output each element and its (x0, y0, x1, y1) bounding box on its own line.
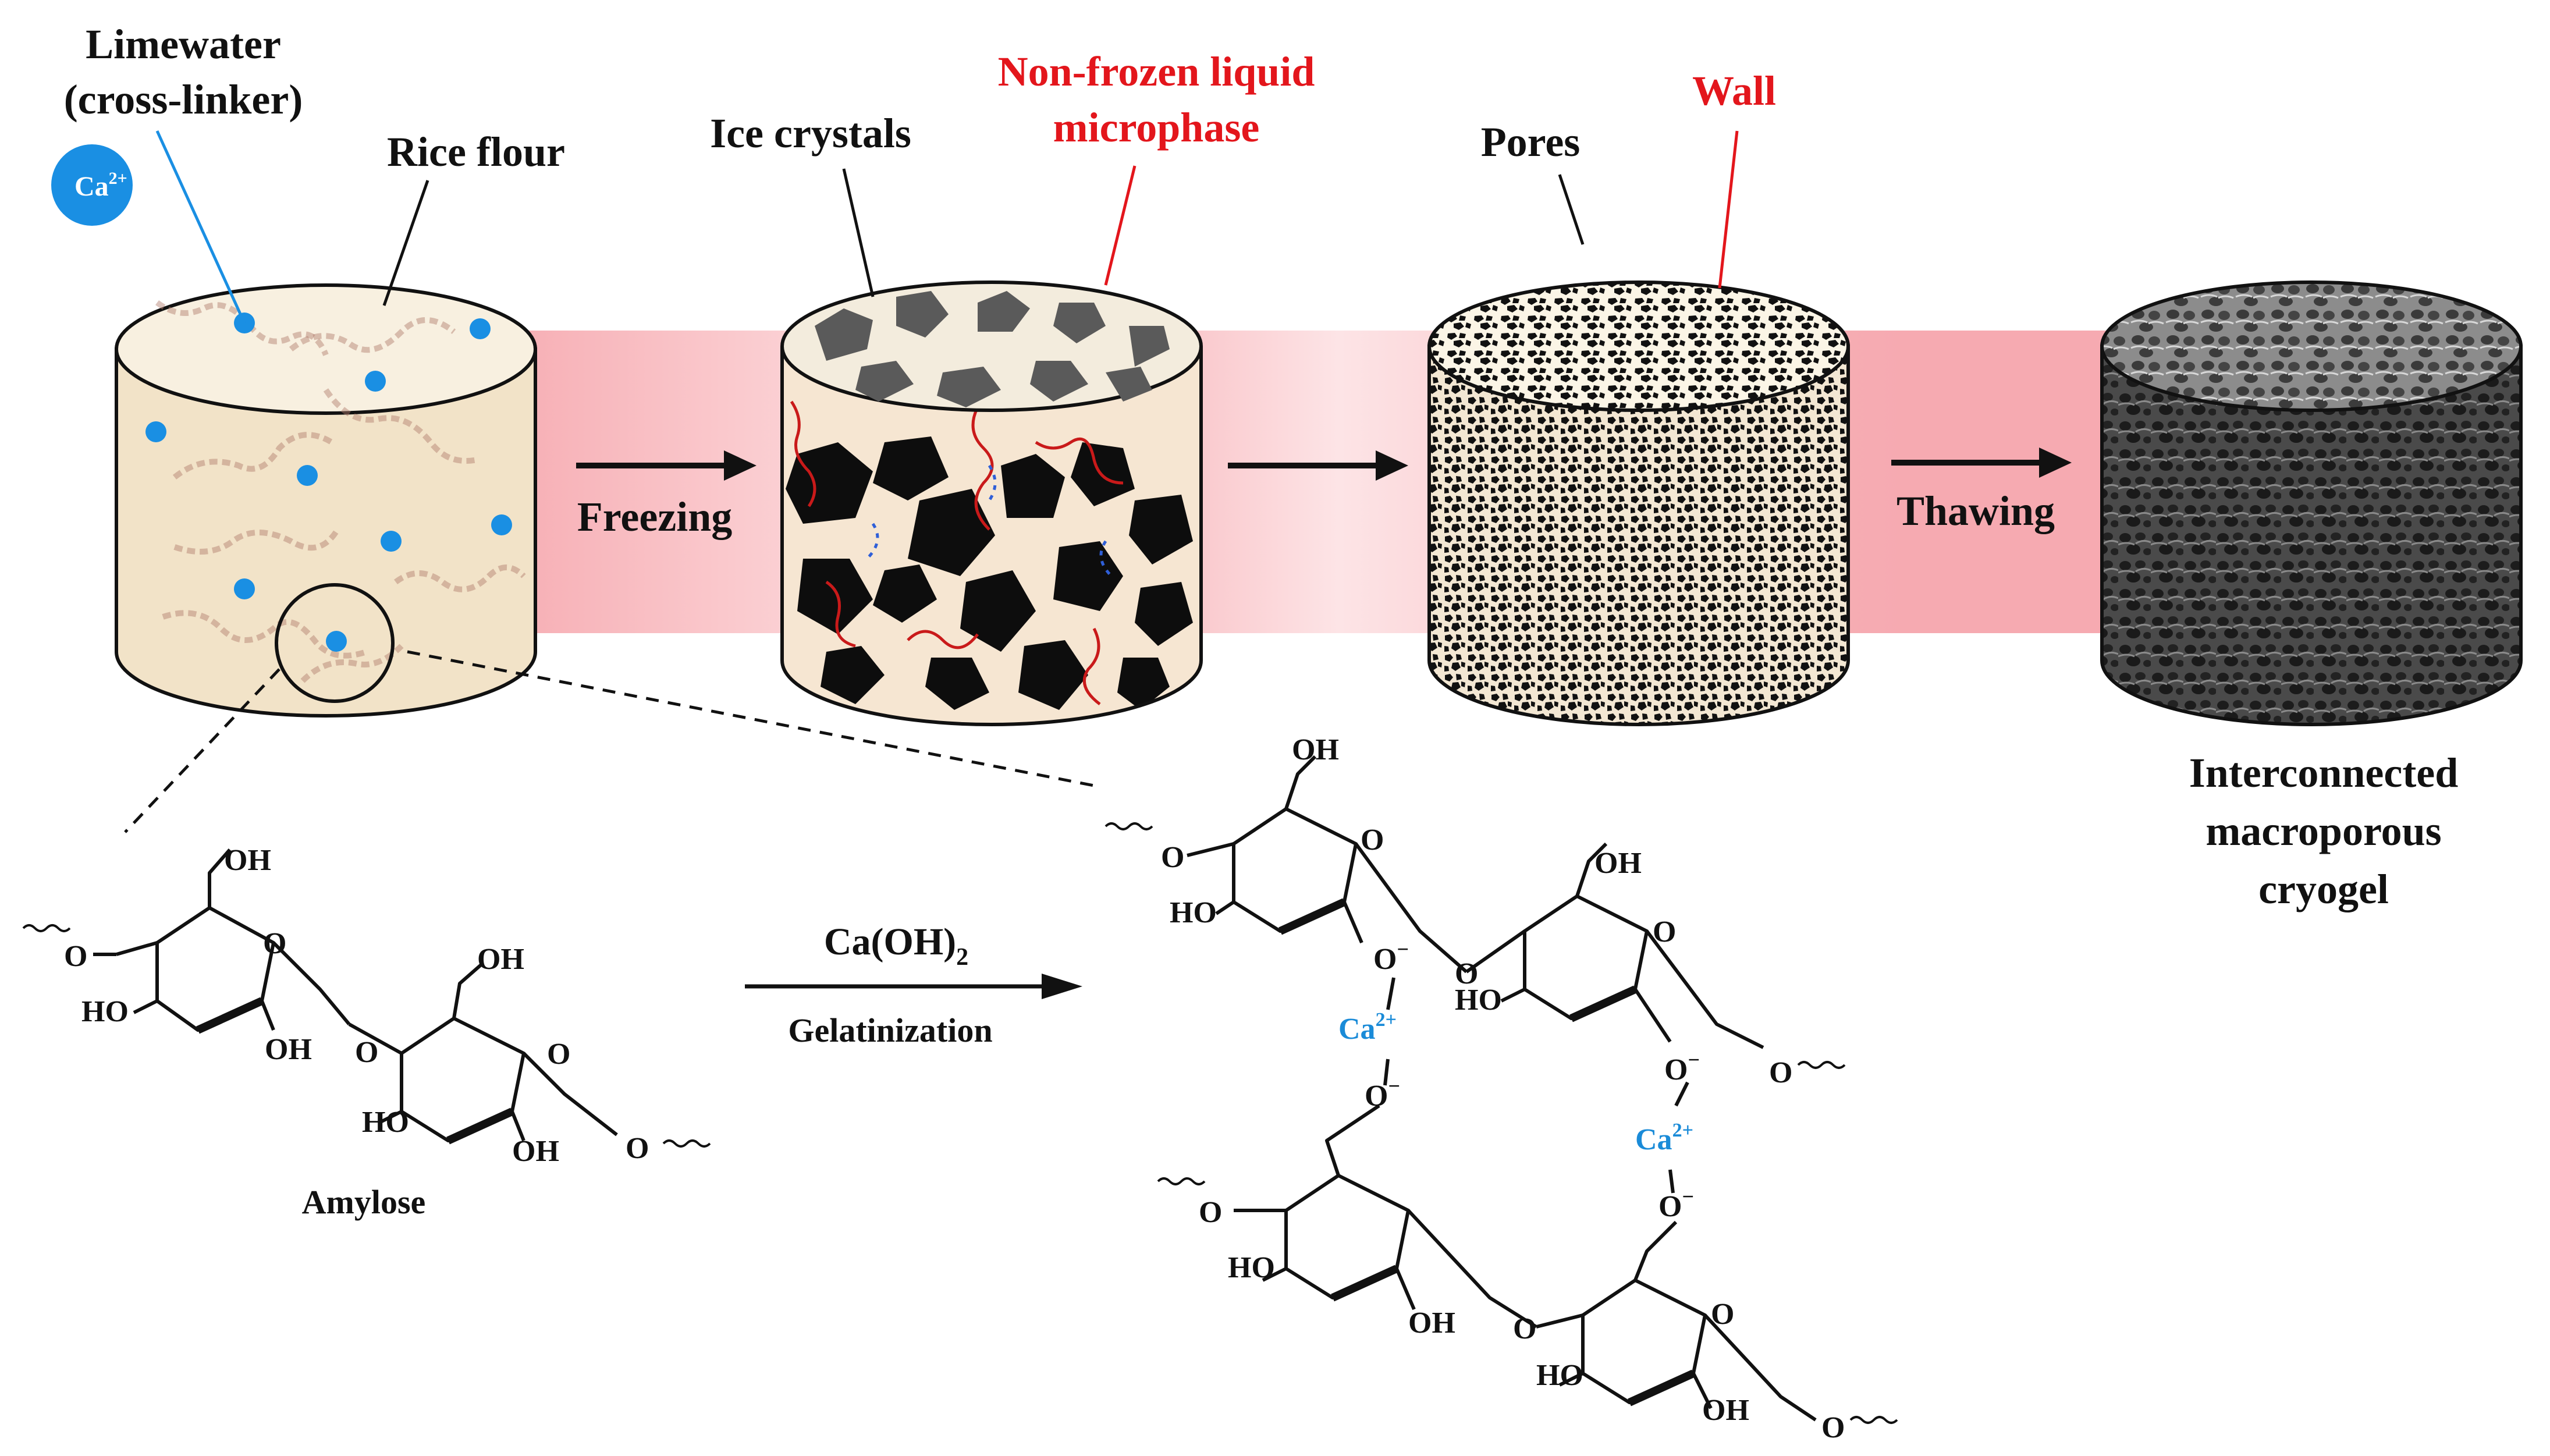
svg-text:O: O (1161, 841, 1184, 874)
arrow-freezing (576, 450, 757, 481)
svg-text:O: O (1821, 1411, 1845, 1444)
crosslinked-labels: OH O O HO O− O OH O HO O− O O− O HO OH O… (1161, 733, 1845, 1444)
arrow-middle (1228, 450, 1408, 481)
svg-text:HO: HO (1170, 896, 1217, 929)
svg-text:O−: O− (1658, 1185, 1694, 1223)
amylose-label: Amylose (302, 1183, 426, 1221)
cross-linker-label: (cross-linker) (64, 76, 303, 123)
svg-text:O−: O− (1373, 937, 1409, 976)
wall-label: Wall (1692, 68, 1776, 114)
limewater-leader (155, 130, 246, 324)
svg-text:O: O (1513, 1312, 1536, 1345)
arrow-thawing (1891, 448, 2072, 478)
svg-text:O: O (355, 1036, 378, 1069)
svg-text:O−: O− (1664, 1048, 1700, 1086)
process-band (524, 331, 2153, 633)
svg-text:O: O (64, 940, 87, 973)
reagent-label: Ca(OH)2 (824, 921, 968, 971)
freezing-label: Freezing (577, 493, 733, 540)
rice-flour-label: Rice flour (387, 129, 565, 175)
svg-text:O: O (1199, 1196, 1222, 1229)
wall-leader (1718, 130, 1739, 289)
pores-leader (1558, 174, 1585, 245)
svg-text:OH: OH (1594, 847, 1642, 880)
svg-text:OH: OH (1408, 1306, 1455, 1340)
amylose-labels: OH O O HO OH O OH O HO OH O (64, 844, 649, 1168)
ice-crystals-label: Ice crystals (710, 110, 911, 157)
svg-text:HO: HO (362, 1106, 409, 1139)
ca-bridge-2: Ca2+ (1635, 1120, 1693, 1156)
non-frozen-leader (1104, 165, 1137, 286)
svg-text:OH: OH (1702, 1394, 1749, 1427)
svg-text:HO: HO (81, 995, 129, 1028)
svg-text:O: O (1711, 1298, 1734, 1331)
non-frozen-label: Non-frozen liquid (998, 48, 1315, 95)
microphase-label: microphase (1053, 104, 1260, 151)
svg-text:OH: OH (265, 1033, 312, 1066)
svg-text:O: O (1653, 915, 1676, 949)
cylinder-cryogel (2100, 280, 2523, 726)
thawing-label: Thawing (1896, 488, 2055, 534)
cryogel-caption-2: macroporous (2205, 808, 2441, 854)
ice-crystals-leader (842, 168, 875, 297)
svg-text:O: O (1455, 957, 1478, 990)
limewater-label: Limewater (86, 21, 281, 68)
cylinder-rice-flour (115, 283, 537, 718)
ca-badge-text: Ca2+ (74, 169, 127, 202)
gelatinization-label: Gelatinization (788, 1011, 992, 1049)
amylose-structure (22, 848, 711, 1148)
zoom-dash-left (124, 668, 280, 833)
cryogel-caption-3: cryogel (2258, 866, 2389, 912)
svg-text:OH: OH (477, 943, 524, 976)
svg-text:O: O (263, 927, 286, 960)
rice-flour-leader (382, 180, 429, 306)
svg-text:OH: OH (224, 844, 271, 877)
reaction-arrow (745, 974, 1082, 999)
svg-text:OH: OH (512, 1135, 559, 1168)
svg-text:OH: OH (1292, 733, 1339, 766)
svg-text:O: O (626, 1132, 649, 1165)
cylinder-frozen (780, 280, 1203, 726)
svg-text:O−: O− (1365, 1074, 1400, 1113)
ca-badge-circle (51, 144, 133, 226)
svg-text:O: O (1769, 1056, 1792, 1089)
cylinder-porous (1427, 280, 1850, 726)
zoom-dash-right (407, 650, 1095, 787)
svg-text:HO: HO (1536, 1359, 1583, 1392)
pores-label: Pores (1481, 119, 1581, 165)
svg-text:O: O (547, 1038, 570, 1071)
ca-bridge-1: Ca2+ (1338, 1009, 1397, 1046)
svg-text:HO: HO (1455, 983, 1502, 1017)
svg-text:O: O (1361, 823, 1384, 857)
cryogel-caption-1: Interconnected (2189, 750, 2459, 796)
crosslinked-structure (1104, 755, 1898, 1424)
svg-text:HO: HO (1228, 1251, 1275, 1284)
zoom-circle (275, 583, 395, 703)
calcium-ions (145, 312, 512, 652)
